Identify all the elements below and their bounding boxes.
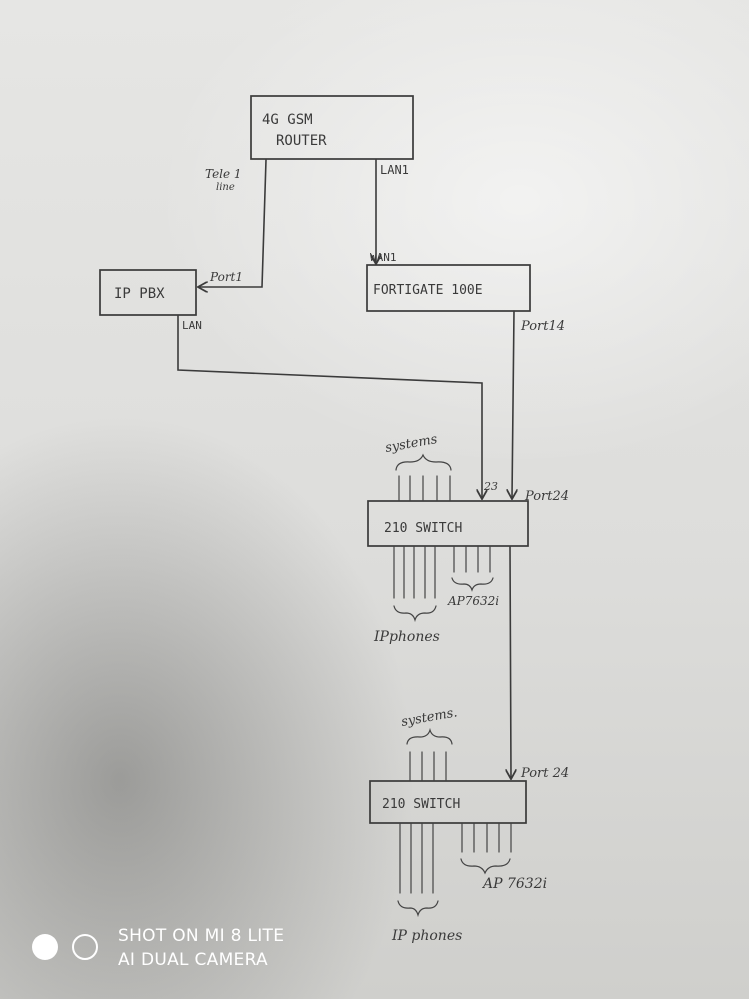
switch1-ap-group: AP7632i [447,546,499,608]
switch1-ap-brace [451,577,494,592]
switch1-phone-cables [393,546,436,599]
wan1-label: WAN1 [370,251,397,264]
switch1-phones-brace [393,605,437,623]
switch1-systems-label: systems [384,432,439,456]
switch1-node[interactable]: 210 SWITCH [367,500,529,547]
switch2-ap-brace [460,858,511,875]
switch2-phone-cables [399,823,434,894]
switch2-phones-group: IP phones [391,823,462,944]
link-router-pbx [199,159,267,287]
switch1-phones-label: IPphones [373,629,440,645]
switch1-systems-group: systems [384,432,452,501]
watermark-dot-filled-icon [32,934,58,960]
switch1-phones-group: IPphones [373,546,440,645]
watermark-dot-ring-icon [72,934,98,960]
switch2-ap-label: AP 7632i [481,876,547,892]
lan1-label: LAN1 [380,163,409,177]
tele-line-label-1: Tele 1 [205,167,242,181]
port1-label: Port1 [209,270,243,284]
switch1-ap-cables [453,546,491,573]
link-switch1-switch2 [510,546,511,778]
watermark-line-2: AI DUAL CAMERA [118,950,268,970]
fortigate-label: FORTIGATE 100E [373,283,483,298]
fortigate-node[interactable]: FORTIGATE 100E [366,264,531,312]
switch2-systems-cables [409,751,447,781]
switch2-box [369,780,527,824]
link-pbx-switch1 [177,315,482,498]
fortigate-box [366,264,531,312]
pbx-box [99,269,197,316]
port23-label: 23 [483,480,498,493]
switch2-systems-brace [406,727,453,745]
switch1-port24-label: Port24 [524,489,569,504]
router-node[interactable]: 4G GSM ROUTER [250,95,414,160]
pbx-lan-label: LAN [182,319,202,332]
router-label-line1: 4G GSM [262,112,313,128]
link-fortigate-switch1 [512,310,514,498]
switch2-node[interactable]: 210 SWITCH [369,780,527,824]
router-box [250,95,414,160]
switch1-label: 210 SWITCH [384,521,462,536]
switch1-box [367,500,529,547]
switch2-systems-group: systems. [400,705,459,781]
switch2-port24-label: Port 24 [520,766,569,781]
switch2-label: 210 SWITCH [382,797,460,812]
tele-line-label-2: line [216,182,235,193]
pbx-label: IP PBX [114,286,165,302]
switch2-phones-brace [397,900,439,918]
router-label-line2: ROUTER [276,133,327,149]
switch2-phones-label: IP phones [391,928,462,944]
camera-watermark: SHOT ON MI 8 LITE AI DUAL CAMERA [30,922,330,978]
switch2-ap-cables [461,823,512,853]
watermark-line-1: SHOT ON MI 8 LITE [118,926,285,946]
pbx-node[interactable]: IP PBX [99,269,197,316]
switch1-ap-label: AP7632i [447,594,499,608]
switch2-ap-group: AP 7632i [460,823,547,892]
switch1-systems-brace [395,453,452,471]
switch2-systems-label: systems. [400,705,458,730]
port14-label: Port14 [520,319,565,334]
switch1-systems-cables [398,475,451,501]
